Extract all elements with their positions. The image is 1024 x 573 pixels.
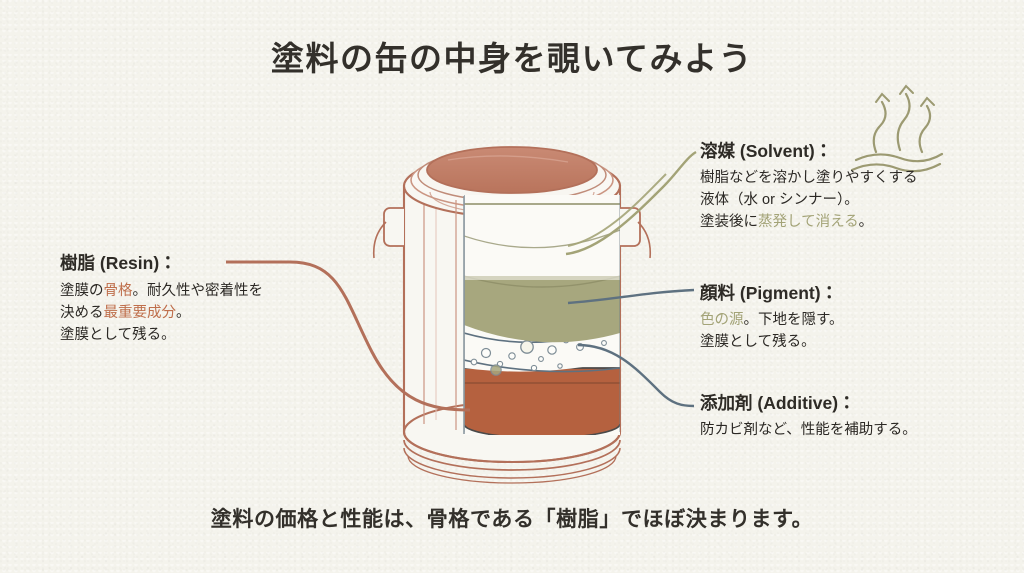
cutaway-frame — [455, 196, 465, 434]
can-handle-ears — [372, 207, 652, 259]
text-segment: 塗膜として残る。 — [700, 334, 816, 351]
leader-line-solvent — [565, 150, 697, 256]
layer-solvent — [464, 203, 620, 280]
text-segment: 。耐久性や密着性を — [132, 283, 264, 299]
callout-solvent-heading: 溶媒 (Solvent)： — [700, 141, 833, 161]
text-segment: 。下地を隠す。 — [743, 312, 844, 328]
callout-resin-line-1: 塗膜の骨格。耐久性や密着性を — [60, 280, 263, 302]
callout-solvent-line-1: 樹脂などを溶かし塗りやすくする — [700, 167, 918, 189]
text-segment: 液体（水 or シンナー）。 — [700, 192, 859, 209]
leader-line-solvent-inner — [567, 173, 667, 247]
text-segment: 塗膜として残る。 — [60, 327, 176, 344]
callout-resin-line-3: 塗膜として残る。 — [60, 324, 263, 346]
callout-pigment-line-1: 色の源。下地を隠す。 — [700, 309, 844, 331]
callout-solvent-line-2: 液体（水 or シンナー）。 — [700, 189, 918, 211]
text-segment-highlight: 蒸発して消える — [758, 214, 859, 231]
callout-additive-line-1: 防カビ剤など、性能を補助する。 — [700, 419, 917, 441]
callout-resin-line-2: 決める最重要成分。 — [60, 302, 263, 324]
callout-additive: 添加剤 (Additive)： 防カビ剤など、性能を補助する。 — [700, 390, 917, 441]
leader-lines — [226, 150, 697, 412]
callout-resin: 樹脂 (Resin)： 塗膜の骨格。耐久性や密着性を 決める最重要成分。 塗膜と… — [60, 250, 263, 347]
callout-solvent-line-3: 塗装後に蒸発して消える。 — [700, 211, 918, 233]
text-segment: 樹脂などを溶かし塗りやすくする — [700, 170, 918, 186]
callout-pigment: 顔料 (Pigment)： 色の源。下地を隠す。 塗膜として残る。 — [700, 280, 844, 353]
layer-resin — [464, 367, 620, 435]
can-cutaway-interior — [464, 195, 620, 435]
text-segment: 決める — [60, 305, 104, 322]
text-segment: 。 — [176, 305, 191, 322]
text-segment: 塗膜の — [60, 283, 104, 299]
callout-solvent: 溶媒 (Solvent)： 樹脂などを溶かし塗りやすくする 液体（水 or シン… — [700, 138, 918, 234]
leader-line-resin — [226, 260, 471, 412]
leader-line-additive — [577, 343, 695, 408]
evaporation-icon — [850, 84, 944, 173]
page-title: 塗料の缶の中身を覗いてみよう — [270, 40, 753, 77]
callout-resin-heading: 樹脂 (Resin)： — [60, 253, 177, 273]
text-segment: 防カビ剤など、性能を補助する。 — [700, 422, 917, 438]
page-caption: 塗料の価格と性能は、骨格である「樹脂」でほぼ決まります。 — [210, 508, 814, 531]
callout-pigment-heading: 顔料 (Pigment)： — [700, 283, 839, 303]
callout-pigment-line-2: 塗膜として残る。 — [700, 331, 844, 353]
callout-additive-heading: 添加剤 (Additive)： — [700, 393, 856, 413]
text-segment-highlight: 骨格 — [103, 283, 133, 299]
can-lid — [402, 146, 622, 219]
text-segment-highlight: 色の源 — [700, 312, 744, 328]
leader-line-pigment — [567, 288, 695, 305]
text-segment-highlight: 最重要成分 — [103, 305, 177, 322]
text-segment: 。 — [858, 214, 874, 231]
text-segment: 塗装後に — [700, 214, 758, 231]
layer-pigment — [464, 275, 620, 343]
